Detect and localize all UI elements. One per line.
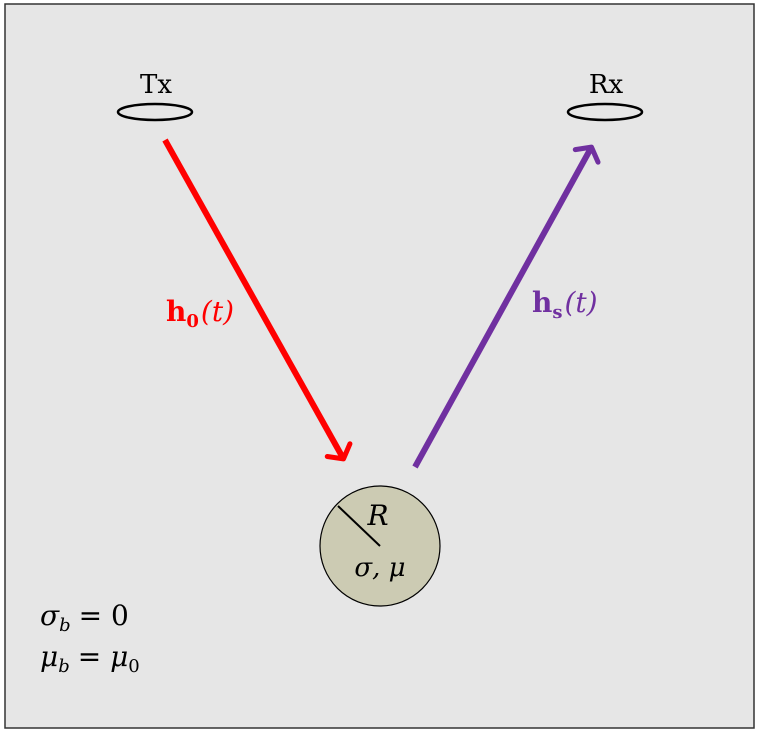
receiver: Rx	[566, 70, 644, 122]
incident-field-arrow	[162, 138, 353, 462]
sphere: R σ, μ	[319, 485, 441, 607]
receiver-label: Rx	[589, 70, 624, 100]
background-sigma-label: σb= 0	[40, 599, 129, 636]
background-mu-label: μb= μ0	[40, 640, 140, 677]
scattered-field-label: hs(t)	[532, 286, 598, 323]
incident-field: h0(t)	[162, 138, 353, 462]
background-medium	[4, 3, 755, 729]
transmitter-loop-icon	[116, 102, 194, 122]
scattered-field-arrow	[412, 144, 601, 469]
transmitter: Tx	[116, 70, 194, 122]
receiver-loop-icon	[566, 102, 644, 122]
background-properties: σb= 0 μb= μ0	[40, 599, 140, 677]
transmitter-label: Tx	[140, 70, 172, 100]
scattered-field: hs(t)	[412, 144, 601, 469]
incident-field-label: h0(t)	[166, 295, 234, 332]
sphere-properties-label: σ, μ	[354, 553, 405, 583]
sphere-radius-line	[337, 505, 381, 547]
sphere-radius-label: R	[366, 499, 388, 532]
